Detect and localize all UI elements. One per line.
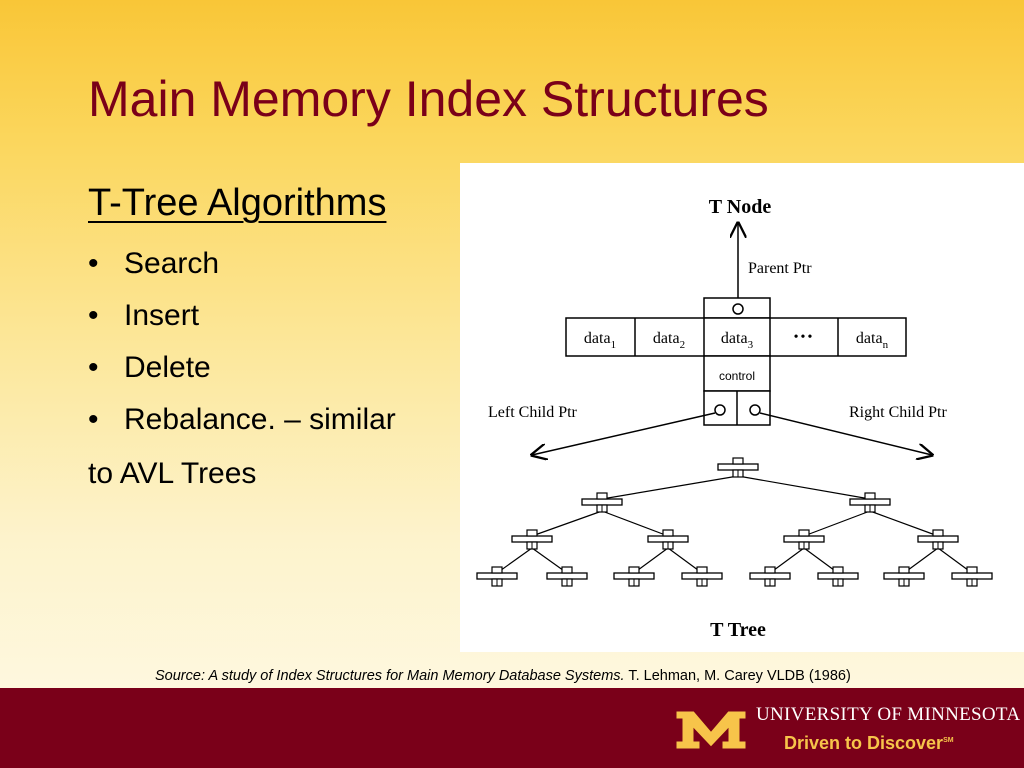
t-tree-structure: [476, 457, 993, 587]
right-child-arrow: [759, 412, 932, 455]
tree-node-bar: [581, 498, 623, 506]
tree-edge: [903, 547, 939, 574]
tree-edge: [869, 510, 939, 537]
tree-node-bar: [749, 572, 791, 580]
bullet-dot: •: [88, 299, 99, 332]
source-italic-text: Source: A study of Index Structures for …: [155, 668, 625, 684]
parent-ptr-circle: [732, 303, 744, 315]
tree-node-top: [696, 566, 708, 574]
tree-node-bar: [951, 572, 993, 580]
t-tree-figure: T Node Parent Ptr data1 data2 data3 ••• …: [460, 163, 1024, 652]
service-mark: SM: [943, 737, 954, 744]
tree-edge: [601, 510, 669, 537]
tree-edge: [803, 510, 871, 537]
tree-node-top: [798, 529, 810, 537]
tree-edge: [633, 547, 669, 574]
university-tagline: Driven to DiscoverSM: [784, 733, 954, 754]
tree-node-bar: [546, 572, 588, 580]
bullet-dot: •: [88, 351, 99, 384]
data-row: [565, 317, 907, 357]
tree-edge: [737, 475, 871, 500]
left-child-arrow: [532, 412, 716, 455]
tagline-text: Driven to Discover: [784, 733, 944, 753]
tree-node-top: [596, 492, 608, 500]
tree-node-top: [491, 566, 503, 574]
tree-node-top: [764, 566, 776, 574]
right-child-ptr-label: Right Child Ptr: [849, 404, 947, 421]
bullet-continuation: to AVL Trees: [88, 457, 257, 490]
tree-node-bar: [849, 498, 891, 506]
left-child-ptr-label: Left Child Ptr: [488, 404, 578, 421]
bullet-list: • Search • Insert • Delete • Rebalance. – si…: [88, 244, 396, 452]
tree-edge: [803, 547, 839, 574]
t-tree-diagram: T Node Parent Ptr data1 data2 data3 ••• …: [476, 196, 993, 641]
tree-node-bar: [681, 572, 723, 580]
tree-edge: [937, 547, 973, 574]
bullet-dot: •: [88, 403, 99, 436]
tree-node-top: [662, 529, 674, 537]
footer-bar: [0, 688, 1024, 768]
tree-edge: [496, 547, 533, 574]
left-child-circle: [714, 404, 726, 416]
tree-edge: [531, 547, 568, 574]
tree-node-top: [561, 566, 573, 574]
tree-edge: [667, 547, 703, 574]
tree-node-bar: [783, 535, 825, 543]
data-cell-2: data2: [653, 330, 685, 351]
tree-node-bar: [476, 572, 518, 580]
slide-subtitle: T-Tree Algorithms: [88, 182, 387, 224]
source-citation: Source: A study of Index Structures for …: [155, 668, 851, 684]
bullet-item: • Search: [88, 244, 396, 296]
data-cell-1: data1: [584, 330, 616, 351]
tree-edge: [769, 547, 805, 574]
tree-node-bar: [917, 535, 959, 543]
bullet-text: Search: [124, 247, 220, 280]
tree-node-top: [932, 529, 944, 537]
tree-node-top: [864, 492, 876, 500]
bullet-text: Delete: [124, 351, 211, 384]
control-label: control: [719, 369, 755, 383]
bullet-dot: •: [88, 247, 99, 280]
tree-edge: [601, 475, 739, 500]
slide-title: Main Memory Index Structures: [88, 71, 769, 127]
tree-node-bar: [511, 535, 553, 543]
source-plain-text: T. Lehman, M. Carey VLDB (1986): [628, 668, 851, 684]
tree-node-top: [898, 566, 910, 574]
tree-edge: [531, 510, 603, 537]
bullet-item: • Delete: [88, 348, 396, 400]
tree-node-bar: [647, 535, 689, 543]
bullet-text: Rebalance. – similar: [124, 403, 396, 436]
tree-node-top: [832, 566, 844, 574]
tree-node-top: [966, 566, 978, 574]
tree-node-bar: [883, 572, 925, 580]
tree-node-top: [732, 457, 744, 465]
right-child-circle: [749, 404, 761, 416]
data-cell-ellipsis: •••: [794, 330, 815, 345]
data-cell-n: datan: [856, 330, 889, 351]
bullet-text: Insert: [124, 299, 200, 332]
tree-node-top: [526, 529, 538, 537]
tree-node-bar: [817, 572, 859, 580]
parent-ptr-label: Parent Ptr: [748, 260, 812, 277]
tree-node-top: [628, 566, 640, 574]
university-m-logo: [676, 711, 746, 749]
tree-node-bar: [613, 572, 655, 580]
tree-node-bar: [717, 463, 759, 471]
t-node-title: T Node: [709, 196, 772, 218]
data-cell-3: data3: [721, 330, 754, 351]
bullet-item: • Insert: [88, 296, 396, 348]
bullet-item: • Rebalance. – similar: [88, 400, 396, 452]
t-tree-title: T Tree: [710, 619, 766, 641]
university-name: UNIVERSITY OF MINNESOTA: [756, 704, 1021, 725]
